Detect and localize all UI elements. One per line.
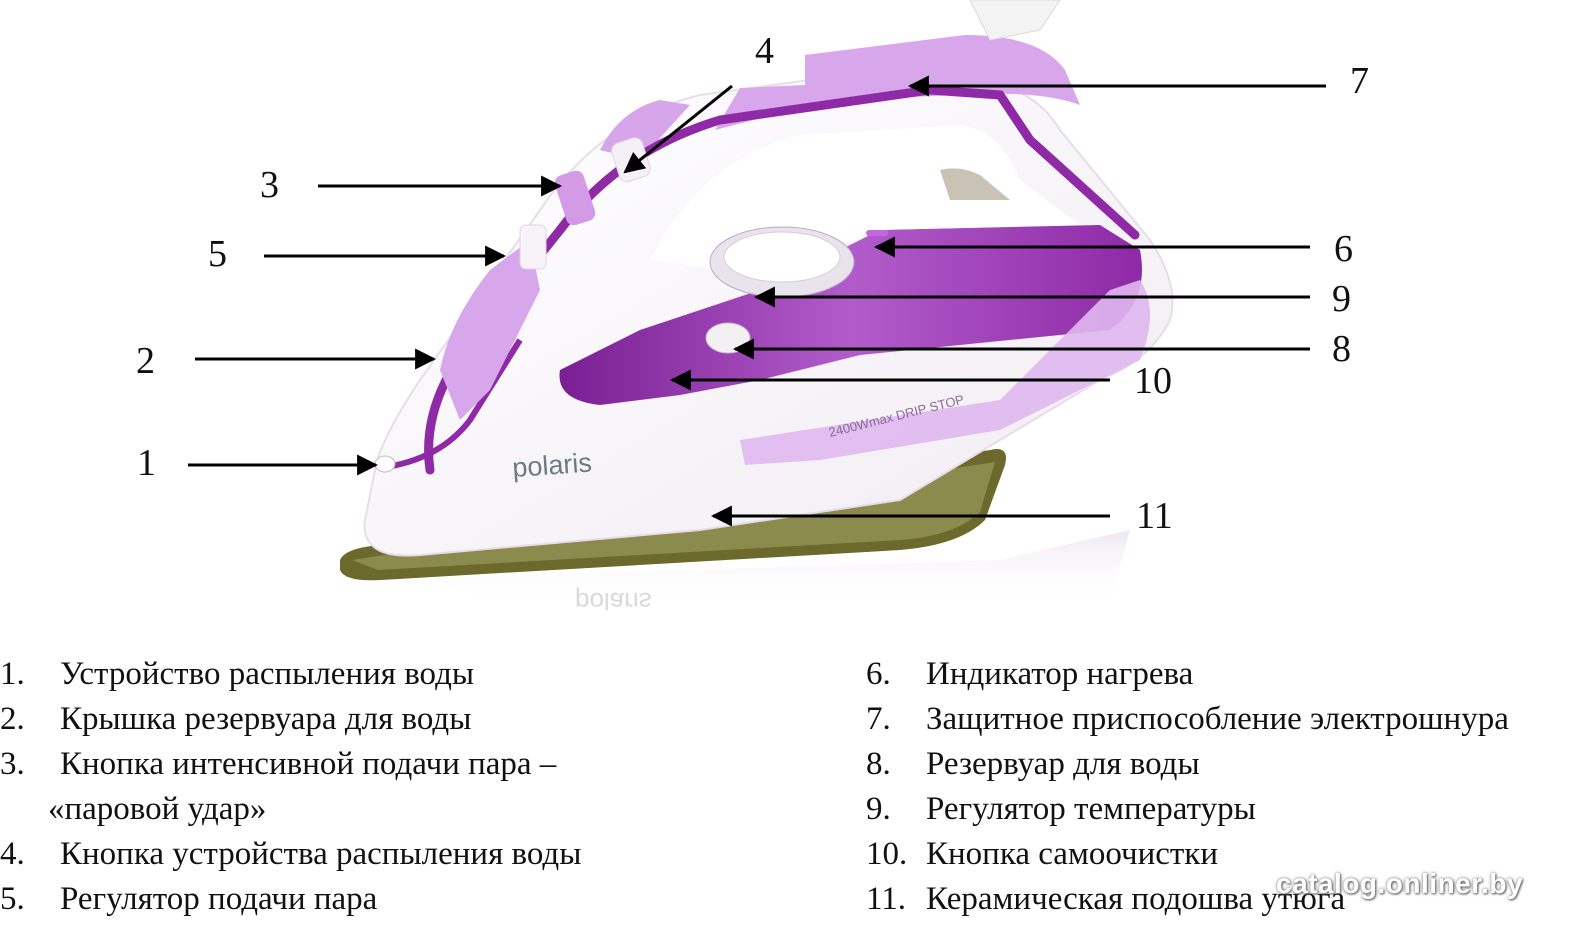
callout-2: 2: [136, 340, 155, 382]
legend-text: Защитное приспособление электрошнура: [926, 701, 1509, 737]
callout-10: 10: [1134, 360, 1172, 402]
iron-reflection: [360, 530, 1130, 605]
callout-3: 3: [260, 164, 279, 206]
legend-number: 5.: [0, 881, 25, 917]
legend-number: 2.: [0, 701, 25, 737]
legend-text: Кнопка самоочистки: [926, 836, 1219, 872]
legend-number: 11.: [866, 881, 907, 917]
reservoir-window: [559, 225, 1142, 405]
legend-number: 9.: [866, 791, 891, 827]
callout-8: 8: [1332, 328, 1351, 370]
legend-text: Керамическая подошва утюга: [926, 881, 1346, 917]
legend-text: Крышка резервуара для воды: [60, 701, 472, 737]
callout-7: 7: [1350, 60, 1369, 102]
callout-4: 4: [755, 30, 774, 72]
legend-number: 10.: [866, 836, 908, 872]
legend-number: 3.: [0, 746, 25, 782]
legend-item: 4. Кнопка устройства распыления воды: [0, 832, 581, 877]
callout-5: 5: [208, 233, 227, 275]
steam-shot-button[interactable]: [553, 169, 598, 228]
legend-text: Устройство распыления воды: [60, 656, 475, 692]
legend-text: Резервуар для воды: [926, 746, 1200, 782]
legend-number: 4.: [0, 836, 25, 872]
legend-text: Кнопка интенсивной подачи пара –: [60, 746, 557, 782]
water-cap: [440, 240, 540, 420]
legend-left: 1. Устройство распыления воды 2. Крышка ре…: [0, 652, 581, 922]
legend-item: 11. Керамическая подошва утюга: [866, 877, 1509, 922]
legend-number: 8.: [866, 746, 891, 782]
legend-item: 5. Регулятор подачи пара: [0, 877, 581, 922]
iron-diagram: polaris 2400Wmax DRIP STOP polaris: [188, 0, 1326, 610]
legend-item-continuation: «паровой удар»: [0, 787, 581, 832]
callout-11: 11: [1136, 495, 1173, 537]
legend-text: Индикатор нагрева: [926, 656, 1194, 692]
legend-item: 1. Устройство распыления воды: [0, 652, 581, 697]
legend-number: 1.: [0, 656, 25, 692]
legend-text: Кнопка устройства распыления воды: [60, 836, 582, 872]
legend-item: 9. Регулятор температуры: [866, 787, 1509, 832]
svg-text:polaris: polaris: [575, 587, 652, 610]
brand-logo: polaris: [511, 448, 592, 483]
legend-text: Регулятор температуры: [926, 791, 1256, 827]
legend-text: Регулятор подачи пара: [60, 881, 378, 917]
cord-guard: [969, 0, 1061, 41]
legend-text: «паровой удар»: [48, 791, 267, 827]
callout-9: 9: [1332, 278, 1351, 320]
callout-arrows: [188, 75, 1326, 527]
steam-regulator[interactable]: [519, 224, 547, 270]
watermark: catalog.onliner.by: [1276, 868, 1524, 899]
legend-number: 6.: [866, 656, 891, 692]
legend-right: 6. Индикатор нагрева 7. Защитное приспособ…: [866, 652, 1509, 922]
legend-number: 7.: [866, 701, 891, 737]
reflected-logo: polaris: [575, 587, 652, 610]
legend-item: 8. Резервуар для воды: [866, 742, 1509, 787]
legend-item: 7. Защитное приспособление электрошнура: [866, 697, 1509, 742]
callout-1: 1: [137, 442, 156, 484]
legend-item: 6. Индикатор нагрева: [866, 652, 1509, 697]
heat-indicator: [866, 230, 888, 236]
callout-6: 6: [1334, 228, 1353, 270]
legend-item: 3. Кнопка интенсивной подачи пара –: [0, 742, 581, 787]
spray-nozzle: [374, 455, 396, 473]
legend-item: 10. Кнопка самоочистки: [866, 832, 1509, 877]
handle-top-lilac: [715, 35, 1080, 130]
legend-item: 2. Крышка резервуара для воды: [0, 697, 581, 742]
